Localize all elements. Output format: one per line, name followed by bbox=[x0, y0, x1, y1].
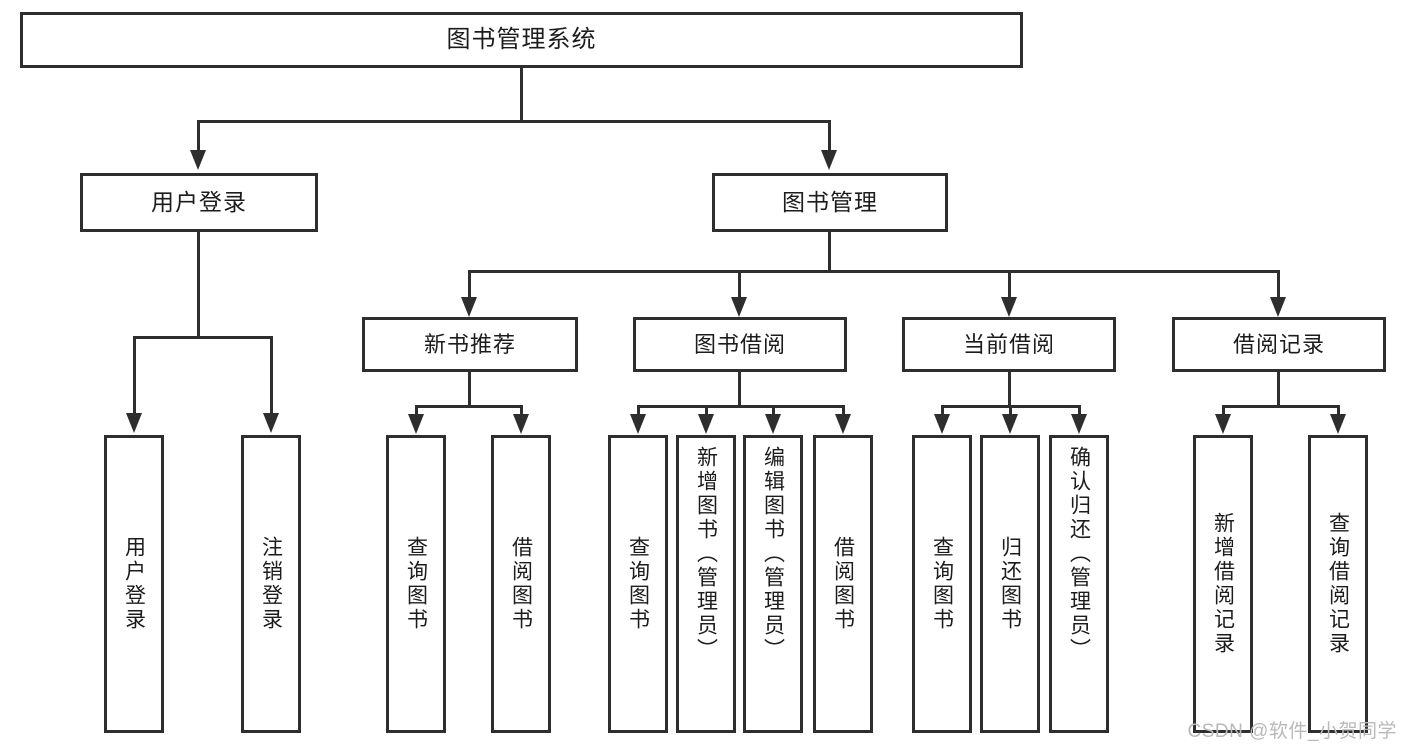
leaf-book-borrow-edit-book-admin[interactable]: 编辑图书（管理员） bbox=[743, 435, 803, 733]
node-label: 新书推荐 bbox=[423, 331, 516, 357]
leaf-label: 查询图书 bbox=[930, 536, 954, 632]
connector-borrow-record-bar bbox=[1222, 405, 1340, 408]
leaf-label: 归还图书 bbox=[998, 536, 1022, 632]
node-label: 用户登录 bbox=[151, 189, 247, 216]
leaf-current-borrow-confirm-return-admin[interactable]: 确认归还（管理员） bbox=[1049, 435, 1109, 733]
leaf-user-login-login[interactable]: 用户登录 bbox=[104, 435, 164, 733]
connector-borrow-record-stem bbox=[1277, 372, 1280, 405]
node-current-borrow[interactable]: 当前借阅 bbox=[902, 317, 1116, 372]
arrowhead-book-borrow-leaf3 bbox=[765, 414, 781, 434]
arrowhead-current-borrow-leaf2 bbox=[1002, 414, 1018, 434]
connector-new-book-stem bbox=[468, 372, 471, 405]
arrowhead-user-login-leaf1 bbox=[126, 413, 142, 433]
arrowhead-book-borrow-leaf2 bbox=[698, 414, 714, 434]
node-label: 图书管理 bbox=[782, 189, 878, 216]
connector-book-manage-stem bbox=[828, 232, 831, 270]
connector-current-borrow-leaf3 bbox=[1078, 405, 1081, 418]
connector-book-borrow-leaf4 bbox=[842, 405, 845, 418]
leaf-current-borrow-query-book[interactable]: 查询图书 bbox=[912, 435, 972, 733]
watermark-text: CSDN @软件_小贺同学 bbox=[1187, 721, 1397, 742]
arrowhead-current-borrow-leaf3 bbox=[1071, 414, 1087, 434]
node-root-system[interactable]: 图书管理系统 bbox=[20, 12, 1023, 68]
arrowhead-to-book-manage bbox=[821, 150, 837, 170]
connector-book-borrow-leaf2 bbox=[705, 405, 708, 418]
arrowhead-borrow-record-leaf2 bbox=[1330, 414, 1346, 434]
connector-level1-bar bbox=[197, 120, 830, 123]
leaf-label: 注销登录 bbox=[259, 536, 283, 632]
leaf-label: 查询图书 bbox=[626, 536, 650, 632]
connector-user-login-leaf1 bbox=[133, 336, 136, 416]
leaf-user-login-logout[interactable]: 注销登录 bbox=[241, 435, 301, 733]
leaf-label: 新增借阅记录 bbox=[1211, 512, 1235, 656]
connector-to-book-manage bbox=[828, 120, 831, 152]
connector-current-borrow-leaf2 bbox=[1009, 405, 1012, 418]
connector-book-borrow-bar bbox=[637, 405, 845, 408]
connector-borrow-record-leaf2 bbox=[1337, 405, 1340, 418]
arrowhead-to-book-borrow bbox=[731, 297, 747, 317]
node-book-manage[interactable]: 图书管理 bbox=[712, 173, 948, 232]
arrowhead-to-current-borrow bbox=[1001, 297, 1017, 317]
connector-new-book-leaf2 bbox=[520, 405, 523, 418]
leaf-label: 编辑图书（管理员） bbox=[761, 446, 785, 662]
node-book-borrow[interactable]: 图书借阅 bbox=[633, 317, 847, 372]
leaf-label: 新增图书（管理员） bbox=[694, 446, 718, 662]
node-label: 当前借阅 bbox=[962, 331, 1055, 357]
connector-to-new-book bbox=[468, 270, 471, 300]
arrowhead-to-user-login bbox=[190, 150, 206, 170]
leaf-label: 借阅图书 bbox=[509, 536, 533, 632]
node-user-login[interactable]: 用户登录 bbox=[80, 173, 318, 232]
connector-user-login-bar bbox=[133, 336, 273, 339]
leaf-book-borrow-query-book[interactable]: 查询图书 bbox=[608, 435, 668, 733]
arrowhead-to-borrow-record bbox=[1270, 297, 1286, 317]
arrowhead-book-borrow-leaf4 bbox=[835, 414, 851, 434]
leaf-label: 确认归还（管理员） bbox=[1067, 446, 1091, 662]
leaf-label: 查询图书 bbox=[404, 536, 428, 632]
node-new-book-recommend[interactable]: 新书推荐 bbox=[362, 317, 578, 372]
connector-book-borrow-leaf1 bbox=[637, 405, 640, 418]
leaf-borrow-record-add-record[interactable]: 新增借阅记录 bbox=[1193, 435, 1253, 733]
leaf-borrow-record-query-record[interactable]: 查询借阅记录 bbox=[1308, 435, 1368, 733]
arrowhead-new-book-leaf1 bbox=[408, 414, 424, 434]
leaf-label: 用户登录 bbox=[122, 536, 146, 632]
connector-level2-bar bbox=[468, 270, 1280, 273]
arrowhead-new-book-leaf2 bbox=[513, 414, 529, 434]
connector-user-login-leaf2 bbox=[270, 336, 273, 416]
connector-book-borrow-stem bbox=[738, 372, 741, 405]
connector-new-book-bar bbox=[415, 405, 523, 408]
leaf-label: 查询借阅记录 bbox=[1326, 512, 1350, 656]
node-label: 借阅记录 bbox=[1232, 331, 1325, 357]
leaf-book-borrow-borrow-book[interactable]: 借阅图书 bbox=[813, 435, 873, 733]
leaf-new-book-query-book[interactable]: 查询图书 bbox=[386, 435, 446, 733]
connector-current-borrow-stem bbox=[1008, 372, 1011, 405]
connector-book-borrow-leaf3 bbox=[772, 405, 775, 418]
connector-current-borrow-leaf1 bbox=[941, 405, 944, 418]
node-label: 图书管理系统 bbox=[446, 26, 597, 53]
arrowhead-book-borrow-leaf1 bbox=[630, 414, 646, 434]
connector-to-book-borrow bbox=[738, 270, 741, 300]
node-borrow-record[interactable]: 借阅记录 bbox=[1172, 317, 1386, 372]
arrowhead-current-borrow-leaf1 bbox=[934, 414, 950, 434]
connector-to-user-login bbox=[197, 120, 200, 152]
leaf-book-borrow-add-book-admin[interactable]: 新增图书（管理员） bbox=[676, 435, 736, 733]
arrowhead-borrow-record-leaf1 bbox=[1215, 414, 1231, 434]
node-label: 图书借阅 bbox=[693, 331, 786, 357]
connector-to-current-borrow bbox=[1008, 270, 1011, 300]
connector-new-book-leaf1 bbox=[415, 405, 418, 418]
connector-to-borrow-record bbox=[1277, 270, 1280, 300]
leaf-current-borrow-return-book[interactable]: 归还图书 bbox=[980, 435, 1040, 733]
connector-borrow-record-leaf1 bbox=[1222, 405, 1225, 418]
leaf-label: 借阅图书 bbox=[831, 536, 855, 632]
connector-user-login-stem bbox=[197, 232, 200, 336]
arrowhead-user-login-leaf2 bbox=[263, 413, 279, 433]
connector-root-stem bbox=[520, 68, 523, 120]
leaf-new-book-borrow-book[interactable]: 借阅图书 bbox=[491, 435, 551, 733]
arrowhead-to-new-book bbox=[461, 297, 477, 317]
